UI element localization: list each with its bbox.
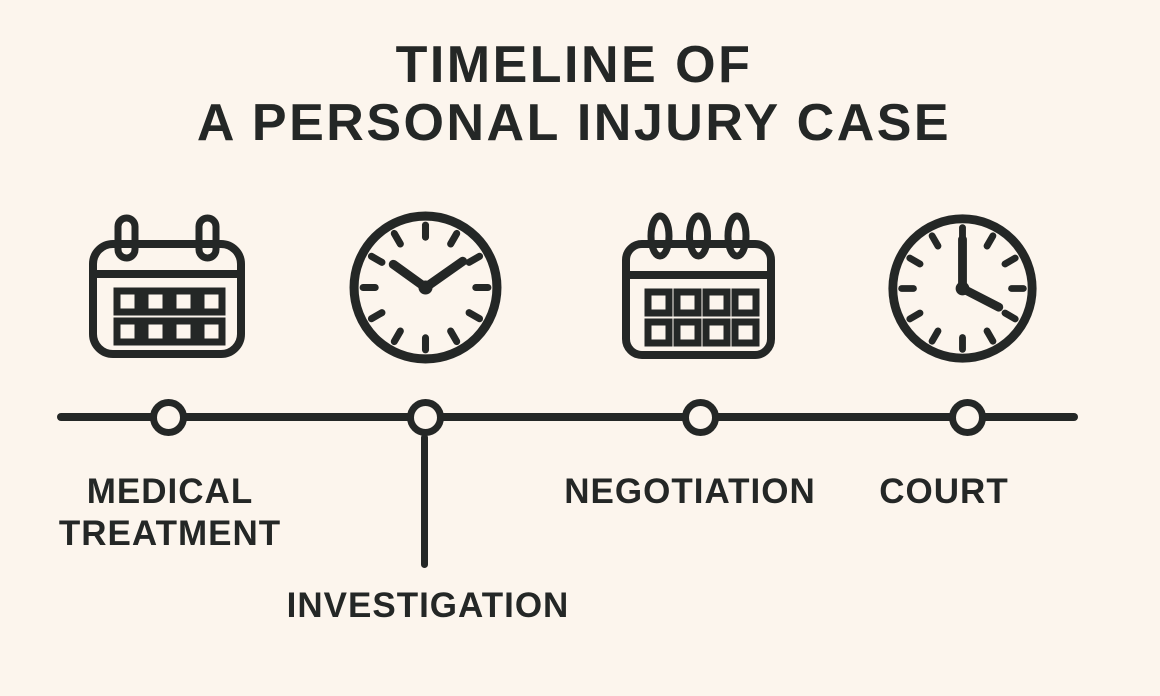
timeline-node-court [949,399,986,436]
page-title: TIMELINE OF A PERSONAL INJURY CASE [0,36,1148,152]
clock-icon [345,207,506,368]
calendar-icon [84,211,250,363]
page-title-line1: TIMELINE OF [395,36,753,94]
stage-label-investigation: INVESTIGATION [286,586,570,625]
timeline-line [57,413,1078,421]
stage-label-court: COURT [879,472,1009,511]
page-title-line2: A PERSONAL INJURY CASE [196,94,952,152]
timeline-node-medical-treatment [150,399,187,436]
stage-label-medical-treatment: MEDICAL TREATMENT [58,472,282,553]
investigation-connector-line [421,434,428,568]
timeline-node-investigation [407,399,444,436]
stage-label-negotiation: NEGOTIATION [564,472,816,511]
calendar-icon [619,209,778,362]
clock-icon [884,210,1041,367]
timeline-node-negotiation [682,399,719,436]
